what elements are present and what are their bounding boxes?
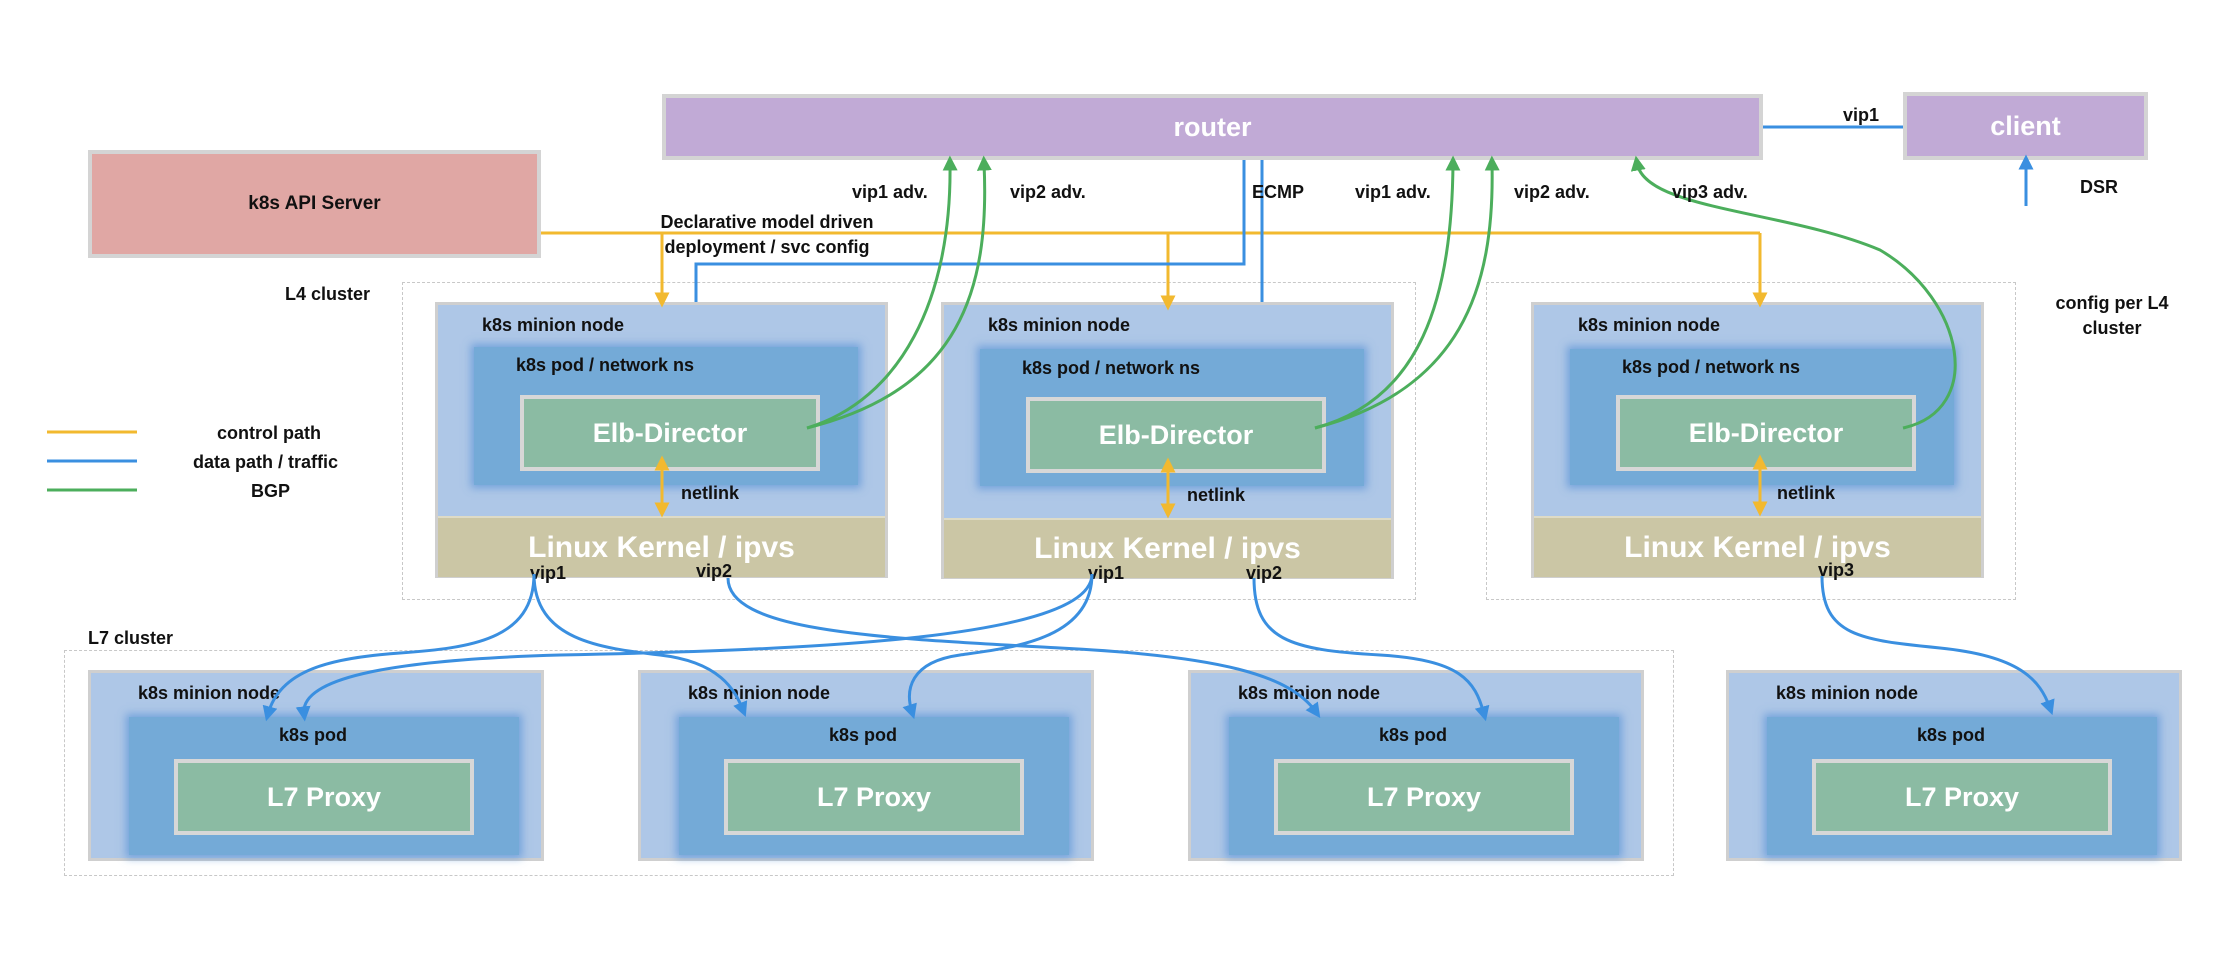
l7-pod-2-title: k8s pod (829, 725, 898, 745)
l4-node-1-vip-left: vip1 (530, 563, 567, 583)
vip2-adv-label-1: vip2 adv. (1010, 182, 1086, 202)
l7-minion-node-2-title: k8s minion node (688, 683, 831, 703)
l7-pod-2: k8s pod L7 Proxy (679, 717, 1069, 855)
l7-pod-1-title: k8s pod (279, 725, 348, 745)
vip1-adv-label-2: vip1 adv. (1355, 182, 1431, 202)
dsr-label: DSR (2080, 177, 2119, 197)
l7-proxy-2[interactable]: L7 Proxy (724, 759, 1024, 835)
l4-cluster-boundary-a (402, 282, 1416, 600)
elb-director-1[interactable]: Elb-Director (520, 395, 820, 471)
vip3-adv-label: vip3 adv. (1672, 182, 1748, 202)
l7-cluster-boundary (64, 650, 1674, 876)
l7-pod-3: k8s pod L7 Proxy (1229, 717, 1619, 855)
linux-kernel-ipvs-1[interactable]: Linux Kernel / ipvs (438, 516, 885, 577)
netlink-label-2: netlink (1187, 485, 1246, 505)
l4-node-3-vip-left: vip3 (1818, 560, 1855, 580)
netlink-label-3: netlink (1777, 483, 1836, 503)
router-box[interactable]: router (662, 94, 1763, 160)
bgp-lines (806, 155, 1957, 430)
l7-pod-4: k8s pod L7 Proxy (1767, 717, 2157, 855)
ecmp-label: ECMP (1252, 182, 1305, 202)
client-label: client (1990, 110, 2061, 141)
l7-minion-node-2[interactable]: k8s minion node k8s pod L7 Proxy (638, 670, 1094, 861)
l7-minion-node-4-title: k8s minion node (1776, 683, 1919, 703)
l4-pod-2-title: k8s pod / network ns (1022, 358, 1201, 378)
l7-proxy-3[interactable]: L7 Proxy (1274, 759, 1574, 835)
l4-minion-node-2-title: k8s minion node (988, 315, 1131, 335)
vip2-adv-label-2: vip2 adv. (1514, 182, 1590, 202)
control-path-lines (541, 231, 1768, 519)
client-box[interactable]: client (1903, 92, 2148, 160)
l4-pod-3: k8s pod / network ns Elb-Director (1570, 349, 1954, 485)
l7-minion-node-3[interactable]: k8s minion node k8s pod L7 Proxy (1188, 670, 1644, 861)
l7-minion-node-1[interactable]: k8s minion node k8s pod L7 Proxy (88, 670, 544, 861)
legend-control-label: control path (217, 423, 321, 443)
l7-proxy-4[interactable]: L7 Proxy (1812, 759, 2112, 835)
l7-cluster-label: L7 cluster (88, 628, 174, 648)
api-server-label: k8s API Server (248, 193, 381, 214)
vip1-client-label: vip1 (1843, 105, 1880, 125)
l4-pod-1-title: k8s pod / network ns (516, 355, 695, 375)
l7-proxy-1[interactable]: L7 Proxy (174, 759, 474, 835)
l7-minion-node-3-title: k8s minion node (1238, 683, 1381, 703)
data-path-lines (262, 125, 2055, 722)
l4-minion-node-1-title: k8s minion node (482, 315, 625, 335)
l4-minion-node-1[interactable]: k8s minion node k8s pod / network ns Elb… (435, 302, 888, 578)
l7-pod-4-title: k8s pod (1917, 725, 1986, 745)
netlink-label-1: netlink (681, 483, 740, 503)
vip1-adv-label-1: vip1 adv. (852, 182, 928, 202)
router-label: router (1173, 111, 1252, 142)
linux-kernel-ipvs-2[interactable]: Linux Kernel / ipvs (944, 518, 1391, 578)
legend-data-label: data path / traffic (193, 452, 339, 472)
l4-cluster-boundary-b (1486, 282, 2016, 600)
k8s-api-server-box[interactable]: k8s API Server (88, 150, 541, 258)
config-per-l4-cluster-label: config per L4 cluster (2055, 293, 2169, 338)
l4-cluster-label: L4 cluster (285, 284, 371, 304)
l7-minion-node-4[interactable]: k8s minion node k8s pod L7 Proxy (1726, 670, 2182, 861)
l4-minion-node-3[interactable]: k8s minion node k8s pod / network ns Elb… (1531, 302, 1984, 578)
l7-pod-1: k8s pod L7 Proxy (129, 717, 519, 855)
l4-minion-node-2[interactable]: k8s minion node k8s pod / network ns Elb… (941, 302, 1394, 579)
l7-minion-node-1-title: k8s minion node (138, 683, 281, 703)
l4-pod-3-title: k8s pod / network ns (1622, 357, 1801, 377)
elb-director-2[interactable]: Elb-Director (1026, 397, 1326, 473)
declarative-model-label: Declarative model driven deployment / sv… (660, 212, 874, 257)
linux-kernel-ipvs-3[interactable]: Linux Kernel / ipvs (1534, 516, 1981, 577)
l4-node-2-vip-left: vip1 (1088, 563, 1125, 583)
l4-minion-node-3-title: k8s minion node (1578, 315, 1721, 335)
legend-bgp-label: BGP (251, 481, 291, 501)
l4-node-1-vip-right: vip2 (696, 561, 733, 581)
l7-pod-3-title: k8s pod (1379, 725, 1448, 745)
